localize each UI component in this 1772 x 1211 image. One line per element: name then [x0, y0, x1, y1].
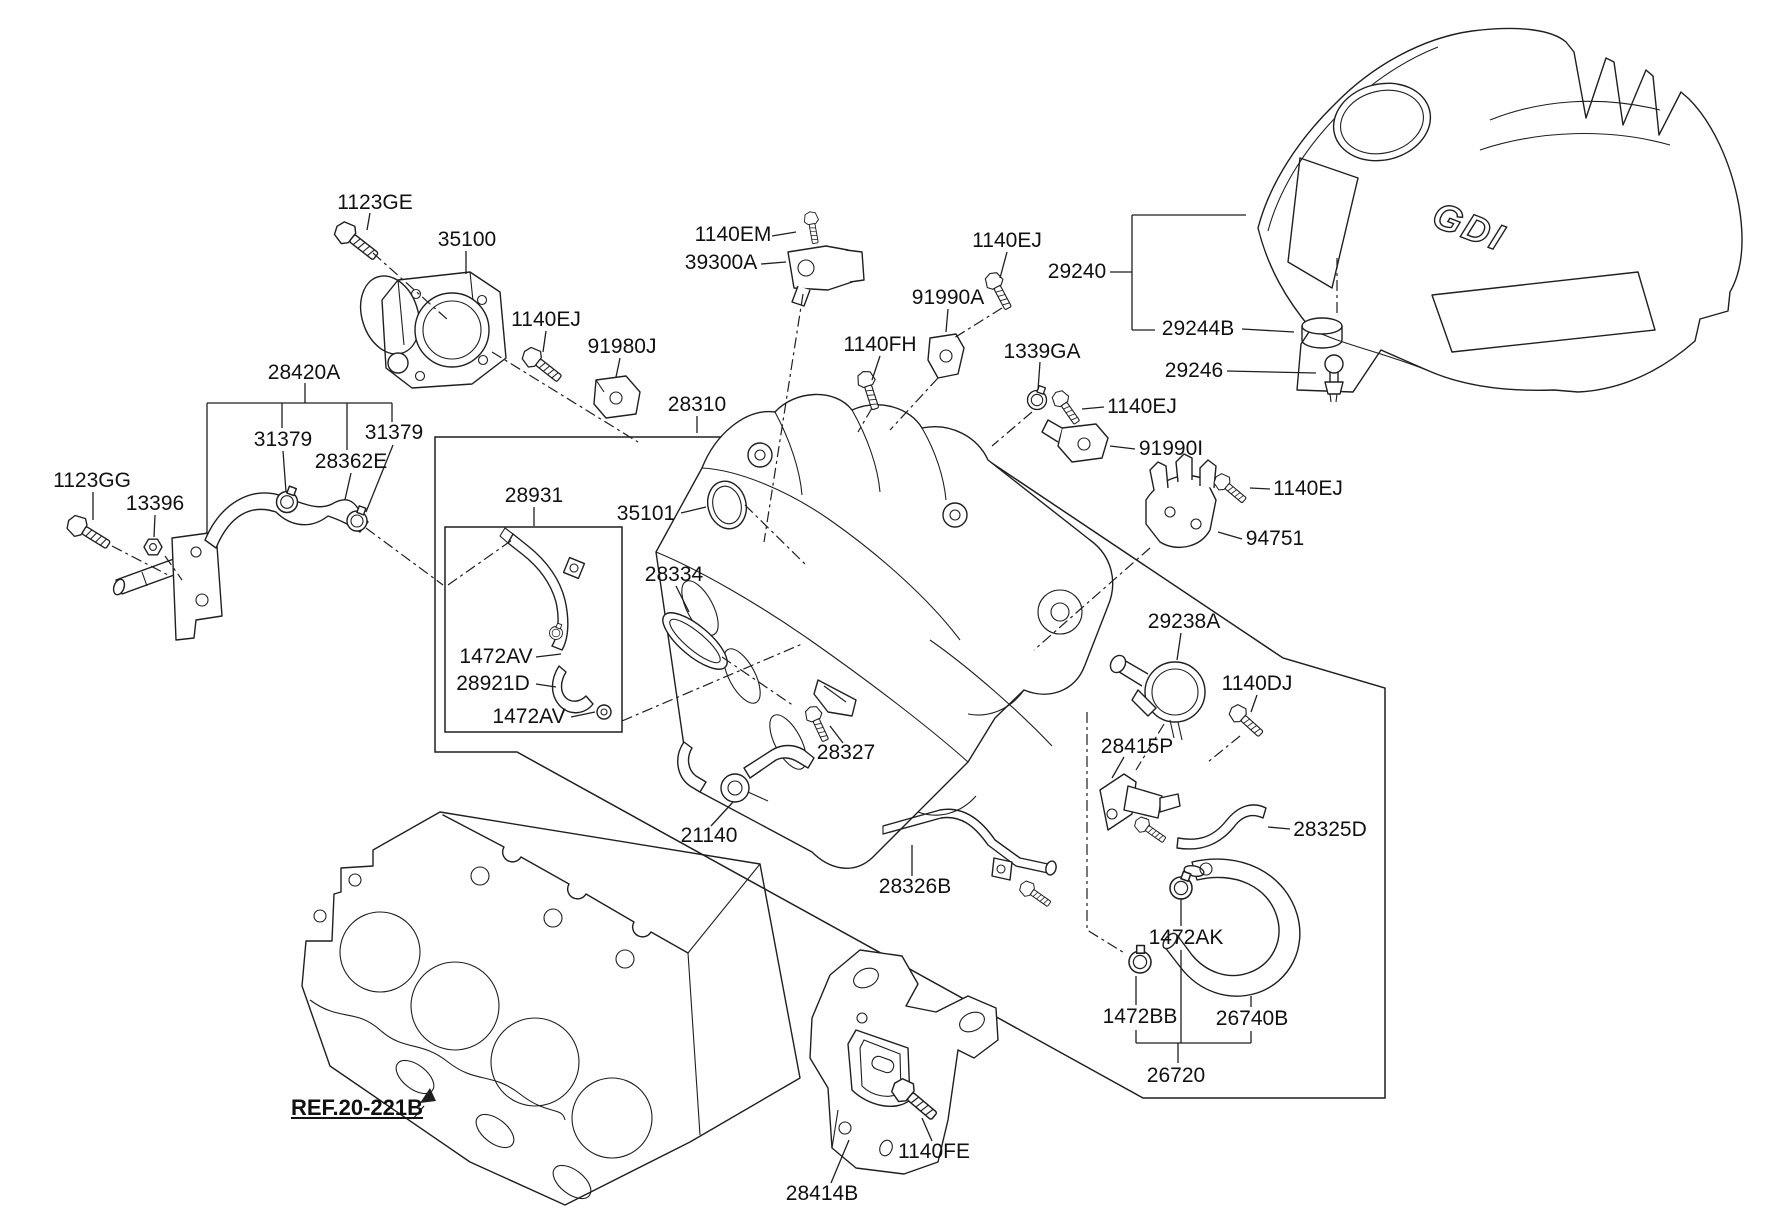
part-label-l1472BB: 1472BB	[1102, 1005, 1178, 1028]
part-label-l28420A: 28420A	[267, 361, 341, 384]
gasket-35101	[706, 480, 748, 530]
part-label-l1123GE: 1123GE	[337, 191, 413, 214]
part-label-l26720: 26720	[1146, 1064, 1206, 1087]
part-label-l94751: 94751	[1245, 527, 1305, 550]
part-label-l1140EJ_b: 1140EJ	[511, 308, 581, 331]
part-label-l31379_b: 31379	[364, 421, 424, 444]
bracket-94751	[1145, 453, 1217, 549]
vacuum-pipe-28326b	[882, 808, 1057, 881]
part-label-l29240: 29240	[1047, 260, 1107, 283]
part-label-l28327: 28327	[816, 741, 876, 764]
gasket-28334	[662, 612, 728, 670]
part-label-l1140EJ_a: 1140EJ	[972, 229, 1042, 252]
part-label-l35101: 35101	[616, 502, 676, 525]
part-label-l1123GG: 1123GG	[53, 469, 131, 492]
part-label-l13396: 13396	[125, 492, 185, 515]
part-label-l26740B: 26740B	[1215, 1007, 1289, 1030]
intake-manifold	[655, 393, 1114, 869]
part-label-l91980J: 91980J	[587, 335, 657, 358]
part-label-l28334: 28334	[644, 563, 704, 586]
cap-1472av	[596, 704, 612, 720]
dash-dot-lines	[111, 252, 1241, 955]
part-label-l28414B: 28414B	[785, 1182, 859, 1205]
part-label-l28310: 28310	[667, 393, 727, 416]
part-label-l21140: 21140	[680, 824, 738, 847]
bracket-91990a	[927, 333, 965, 379]
part-label-l28921D: 28921D	[456, 672, 530, 695]
part-label-l1472AK: 1472AK	[1148, 926, 1224, 949]
part-label-l91990I: 91990I	[1138, 437, 1204, 460]
part-label-l28415P: 28415P	[1100, 735, 1174, 758]
stud-29246	[1324, 354, 1344, 403]
leader-lines	[92, 212, 1291, 1184]
map-sensor-39300a	[787, 245, 865, 307]
part-label-l29246: 29246	[1164, 359, 1224, 382]
hose-28921d	[551, 665, 594, 714]
purge-pipe-assembly-28420a	[112, 383, 394, 641]
strap-28327	[813, 679, 857, 717]
part-label-l1140EM: 1140EM	[694, 223, 772, 246]
part-label-l1140FE: 1140FE	[898, 1140, 970, 1163]
vacuum-actuator-29238a	[1109, 654, 1206, 741]
part-label-l1472AV_a: 1472AV	[459, 645, 533, 668]
part-label-l39300A: 39300A	[684, 251, 758, 274]
ref-arrow	[412, 1088, 436, 1120]
assembly-frame-boxes	[434, 436, 1386, 1099]
pcv-hose-assembly-28931	[499, 527, 612, 720]
part-label-l1140EJ_d: 1140EJ	[1273, 477, 1343, 500]
part-label-lREF: REF.20-221B	[290, 1095, 424, 1120]
part-label-l1140FH: 1140FH	[843, 333, 917, 356]
part-label-l29244B: 29244B	[1161, 317, 1235, 340]
part-label-l28325D: 28325D	[1293, 818, 1367, 841]
throttle-body	[359, 271, 507, 389]
pcv-valve-21140	[677, 741, 815, 803]
purge-solenoid-28415p	[1099, 773, 1181, 837]
part-label-l1339GA: 1339GA	[1003, 340, 1081, 363]
cylinder-head	[301, 811, 801, 1206]
part-label-l1140DJ: 1140DJ	[1221, 672, 1293, 695]
hose-28325d	[1176, 804, 1267, 850]
part-label-l29238A: 29238A	[1147, 610, 1221, 633]
engine-cover: GDI	[1257, 27, 1743, 393]
bracket-91980j	[593, 375, 641, 419]
part-label-l91990A: 91990A	[911, 286, 985, 309]
part-label-l28326B: 28326B	[878, 875, 952, 898]
part-label-l28362E: 28362E	[314, 450, 388, 473]
part-label-l31379_a: 31379	[253, 428, 313, 451]
grommet-29244b	[1301, 317, 1343, 349]
bracket-91990i	[1041, 419, 1109, 463]
part-label-l1140EJ_c: 1140EJ	[1107, 395, 1177, 418]
part-label-l35100: 35100	[437, 228, 497, 251]
part-label-l28931: 28931	[504, 484, 564, 507]
part-label-l1472AV_b: 1472AV	[492, 705, 566, 728]
cover-mount-parts	[1110, 214, 1344, 403]
